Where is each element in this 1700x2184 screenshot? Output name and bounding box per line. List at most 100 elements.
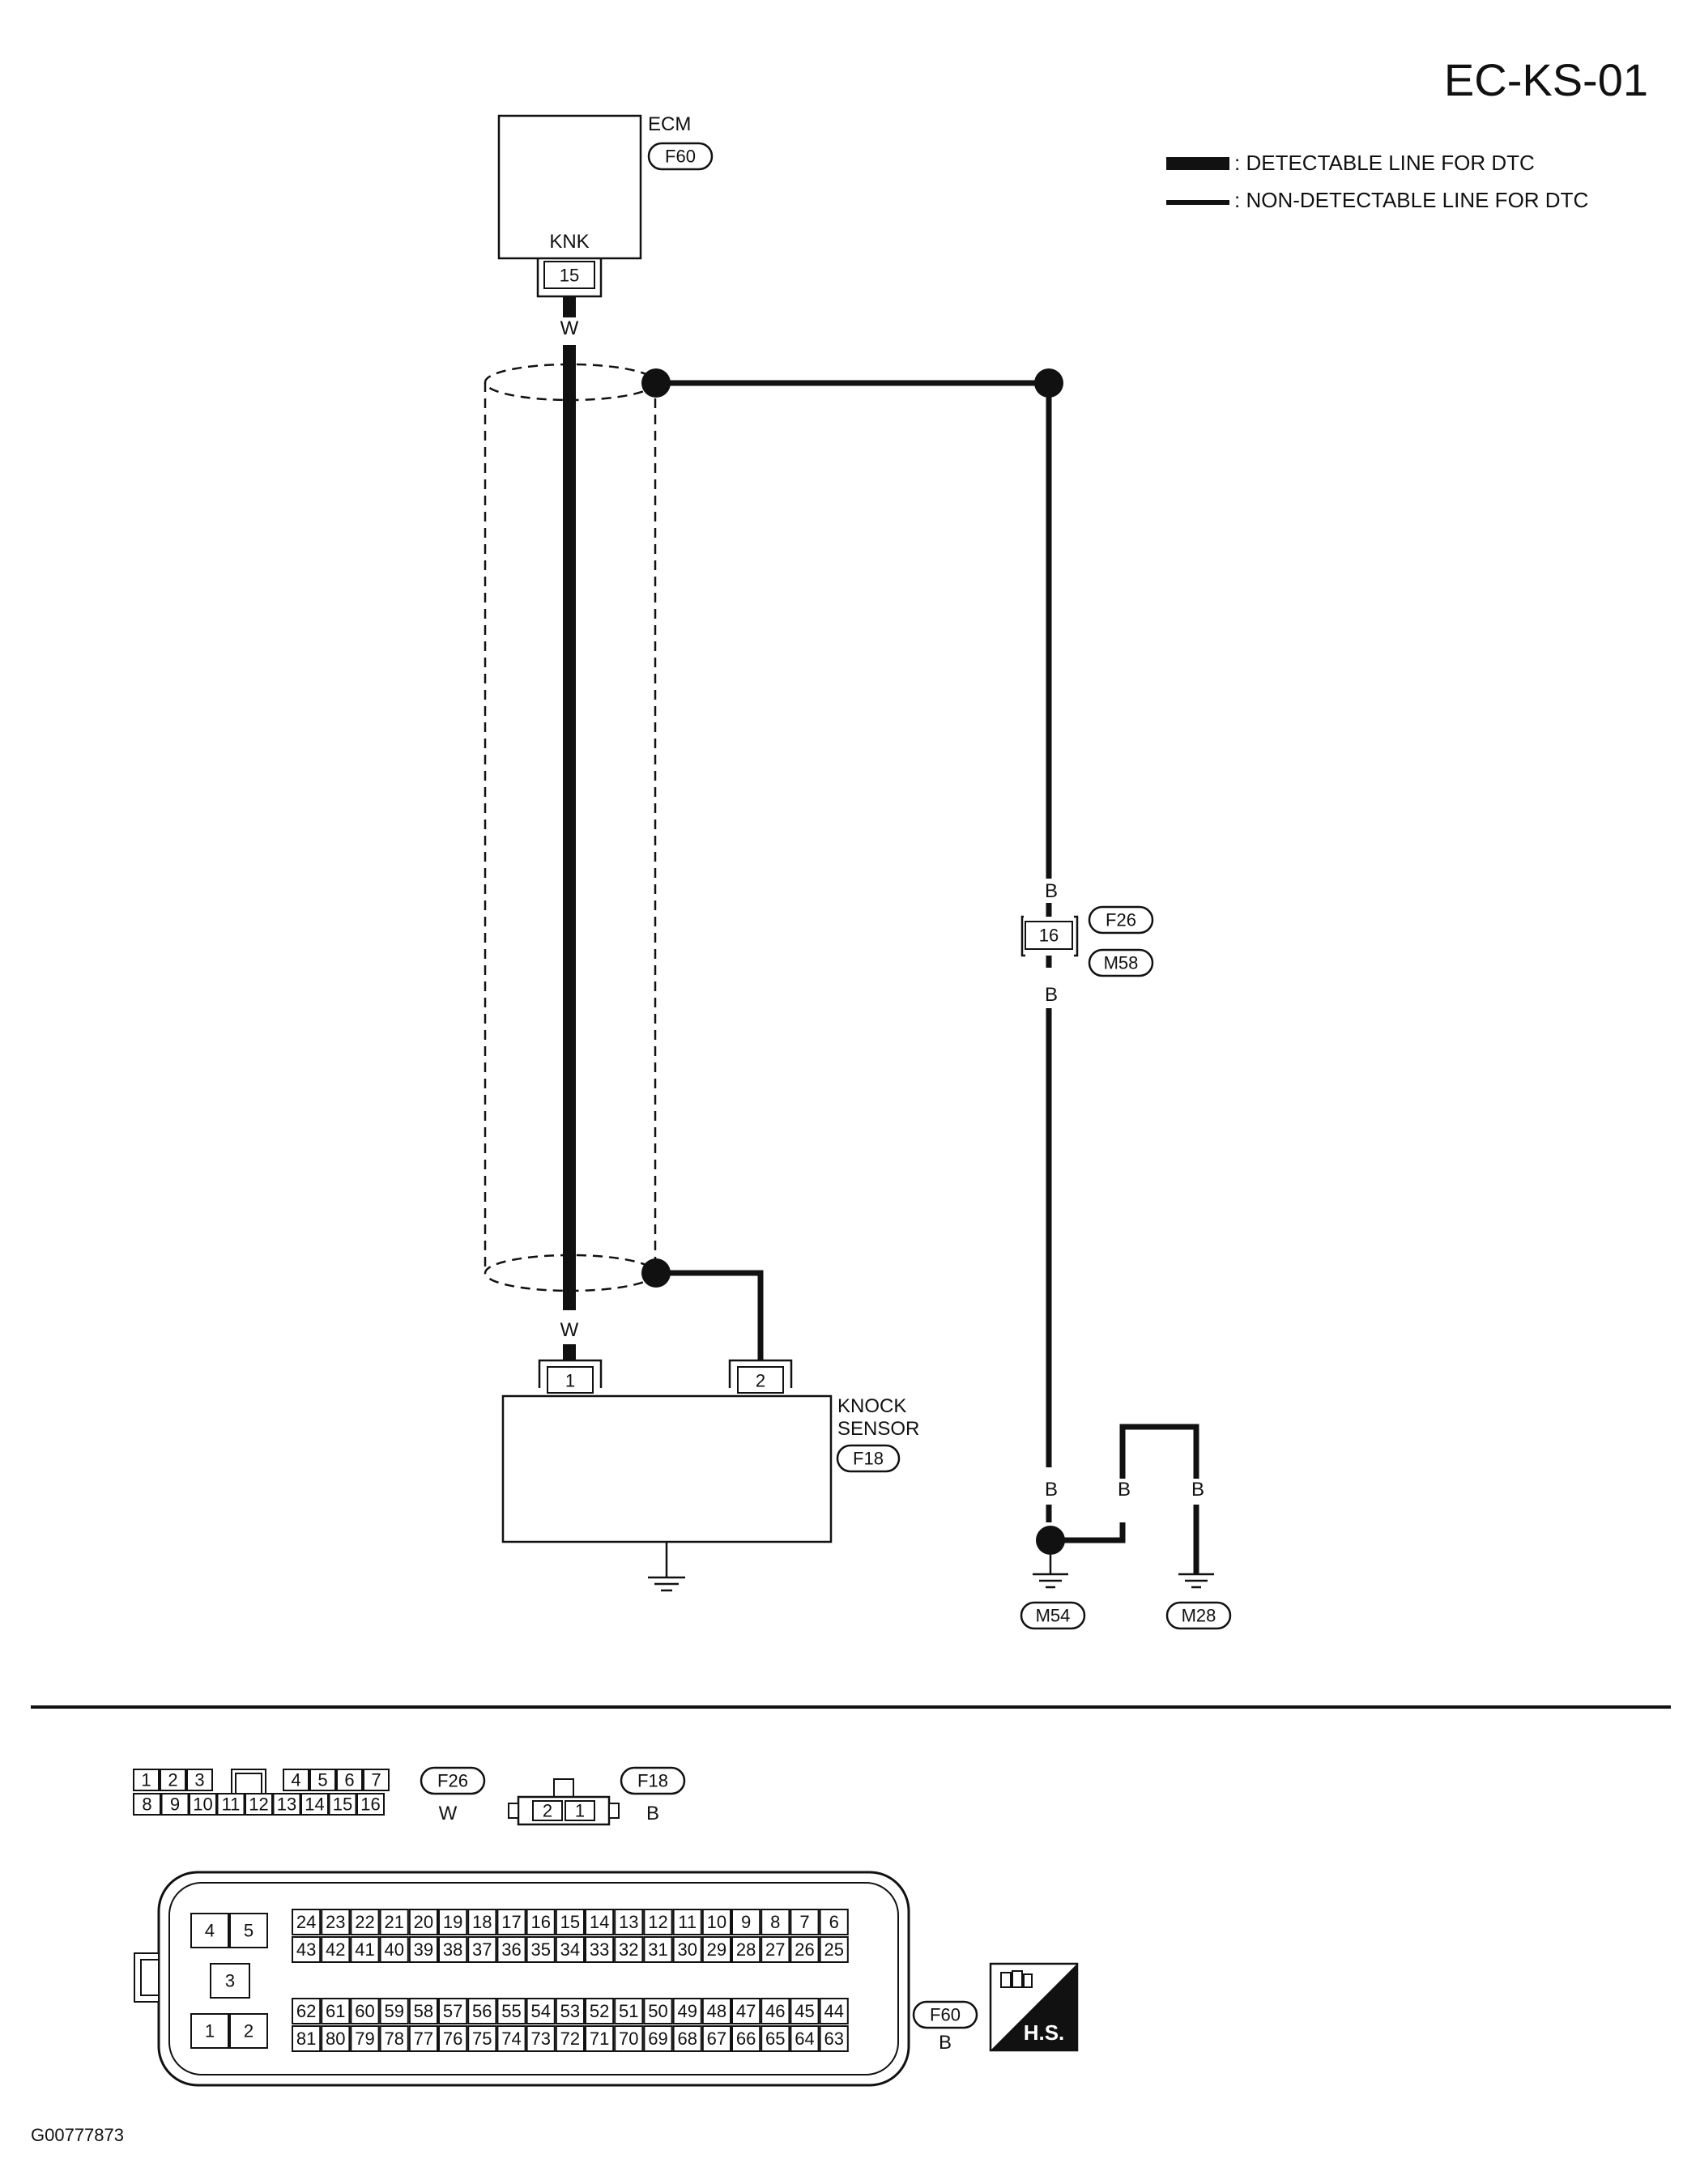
f60-pin bbox=[555, 2025, 585, 2052]
hs-badge: H.S. bbox=[989, 1962, 1079, 2052]
f60-pin bbox=[526, 1998, 556, 2024]
f18-latch bbox=[553, 1778, 574, 1798]
f60-inner-shell bbox=[168, 1882, 899, 2075]
f60-pin bbox=[643, 1936, 673, 1963]
f60-pin bbox=[614, 1998, 644, 2024]
f60-pin bbox=[190, 1913, 229, 1948]
f60-color: B bbox=[939, 2032, 952, 2054]
f60-pin bbox=[467, 1936, 497, 1963]
f60-pin-label: 45 bbox=[795, 2001, 814, 2021]
f26-pin-label: 14 bbox=[305, 1794, 324, 1815]
knock-sensor: 1 2 KNOCK SENSOR F18 bbox=[501, 1359, 919, 1592]
f60-pin-label: 62 bbox=[296, 2001, 316, 2021]
f60-pin bbox=[819, 1909, 849, 1935]
f60-pin bbox=[614, 1909, 644, 1935]
f60-pin bbox=[321, 2025, 351, 2052]
f60-pin-label: 40 bbox=[384, 1939, 403, 1960]
junction-connector-a: F26 bbox=[1106, 910, 1136, 930]
f26-pin-label: 7 bbox=[371, 1770, 381, 1790]
f60-pin bbox=[790, 2025, 820, 2052]
f60-pin bbox=[438, 1998, 468, 2024]
f60-pin-label: 35 bbox=[530, 1939, 550, 1960]
f60-pin bbox=[614, 2025, 644, 2052]
f60-pin bbox=[526, 1936, 556, 1963]
knock-sensor-label-line2: SENSOR bbox=[837, 1418, 919, 1440]
f60-pin-label: 24 bbox=[296, 1912, 316, 1932]
f60-pin-label: 49 bbox=[677, 2001, 697, 2021]
f60-pin-label: 26 bbox=[795, 1939, 814, 1960]
knock-sensor-pin-2-label: 2 bbox=[756, 1371, 765, 1391]
f60-pin bbox=[761, 1936, 790, 1963]
f60-pin-label: 2 bbox=[244, 2021, 254, 2041]
f60-pin bbox=[819, 2025, 849, 2052]
knk-signal-wire: W W bbox=[560, 296, 579, 1360]
f18-color: B bbox=[646, 1803, 659, 1824]
f26-pin-label: 12 bbox=[249, 1794, 268, 1815]
connector-icon bbox=[1000, 1972, 1012, 1988]
knock-sensor-label-line1: KNOCK bbox=[837, 1395, 906, 1417]
f60-pin bbox=[526, 2025, 556, 2052]
f26-pin-label: 6 bbox=[344, 1770, 354, 1790]
f60-pin bbox=[731, 1936, 761, 1963]
f60-pin-label: 30 bbox=[677, 1939, 697, 1960]
f60-pin bbox=[585, 1936, 615, 1963]
f60-pin-label: 34 bbox=[560, 1939, 580, 1960]
f60-pin-label: 44 bbox=[824, 2001, 843, 2021]
f60-pin bbox=[496, 2025, 526, 2052]
f60-pin bbox=[190, 2013, 229, 2049]
f26-pin-label: 1 bbox=[141, 1770, 151, 1790]
ecm-connector-label: F60 bbox=[665, 147, 696, 167]
legend-detectable-swatch bbox=[1166, 157, 1229, 170]
f60-pin bbox=[761, 2025, 790, 2052]
f60-pin-label: 6 bbox=[829, 1912, 839, 1932]
f60-pin bbox=[408, 1998, 438, 2024]
f60-pin-label: 31 bbox=[648, 1939, 667, 1960]
ecm-terminal-number: 15 bbox=[560, 266, 579, 286]
ground-left-badge bbox=[1020, 1601, 1086, 1630]
junction-connector: B 16 F26 M58 B bbox=[1020, 880, 1154, 1467]
knock-sensor-pin-1 bbox=[547, 1366, 594, 1394]
junction-color-bottom: B bbox=[1045, 984, 1058, 1006]
ground-section: B M54 B B M28 bbox=[1020, 1424, 1232, 1630]
ground-color-right: B bbox=[1191, 1479, 1204, 1501]
f60-pin bbox=[643, 1998, 673, 2024]
f60-pin bbox=[438, 1909, 468, 1935]
f60-pin-label: 52 bbox=[590, 2001, 609, 2021]
f18-badge bbox=[620, 1766, 686, 1795]
legend: : DETECTABLE LINE FOR DTC : NON-DETECTAB… bbox=[1166, 151, 1588, 212]
f60-pin-label: 1 bbox=[205, 2021, 215, 2041]
f60-pin-label: 56 bbox=[472, 2001, 492, 2021]
f60-pin bbox=[379, 1936, 409, 1963]
f60-pin-label: 5 bbox=[244, 1921, 254, 1941]
f60-pin bbox=[438, 2025, 468, 2052]
shield-drain-wire bbox=[641, 368, 1063, 879]
f26-pin bbox=[160, 1769, 186, 1791]
f60-pin-label: 11 bbox=[678, 1912, 697, 1932]
f60-pin-label: 7 bbox=[799, 1912, 809, 1932]
ground-right-badge bbox=[1165, 1601, 1232, 1630]
f60-pin bbox=[555, 1909, 585, 1935]
f60-outer-shell bbox=[157, 1871, 910, 2087]
f60-pin-label: 25 bbox=[824, 1939, 843, 1960]
f26-pin-label: 15 bbox=[333, 1794, 352, 1815]
page-id: EC-KS-01 bbox=[1444, 54, 1648, 105]
f26-pin bbox=[160, 1793, 190, 1816]
f60-pin bbox=[672, 1998, 702, 2024]
f26-pin bbox=[216, 1793, 245, 1816]
f60-badge bbox=[912, 2000, 978, 2029]
knock-sensor-pin-1-label: 1 bbox=[565, 1371, 575, 1391]
f60-pin bbox=[350, 1998, 380, 2024]
f60-pin-label: 12 bbox=[648, 1912, 667, 1932]
f60-pin-label: 55 bbox=[501, 2001, 521, 2021]
ecm-label: ECM bbox=[648, 113, 691, 135]
f60-pin-label: 10 bbox=[707, 1912, 726, 1932]
f60-pin bbox=[731, 2025, 761, 2052]
knock-sensor-box bbox=[501, 1394, 833, 1543]
f60-pin bbox=[408, 1909, 438, 1935]
shield-bottom-wire bbox=[641, 1258, 764, 1360]
f60-pin-label: 28 bbox=[736, 1939, 756, 1960]
legend-detectable-label: : DETECTABLE LINE FOR DTC bbox=[1234, 151, 1535, 175]
f18-pin-label: 1 bbox=[575, 1801, 585, 1821]
f60-pin-label: 22 bbox=[355, 1912, 374, 1932]
